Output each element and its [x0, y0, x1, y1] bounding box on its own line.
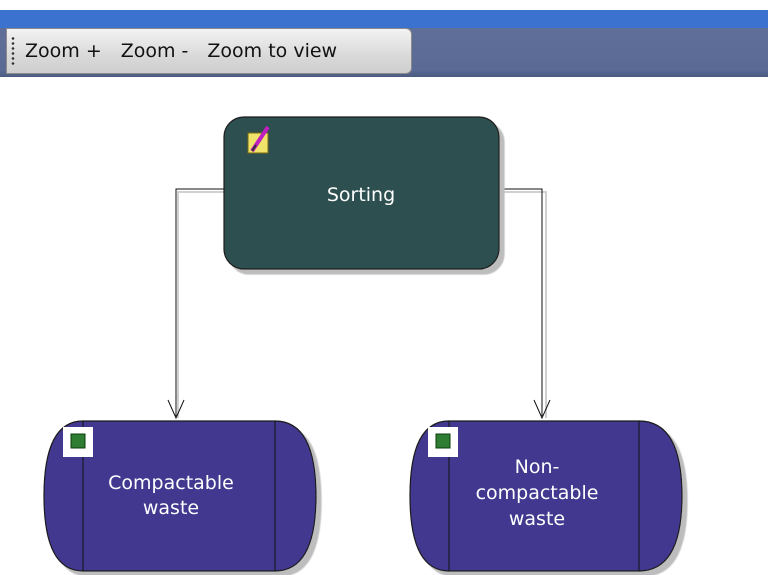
node-sorting-shape — [223, 116, 500, 270]
edge-sorting-to-compactable[interactable] — [167, 188, 224, 420]
green-square-icon — [63, 427, 93, 457]
green-square-icon — [428, 427, 458, 457]
node-noncompactable-label-line2: compactable — [476, 482, 599, 504]
arrowhead-icon — [533, 399, 551, 420]
window-top-border — [0, 0, 768, 10]
node-noncompactable-label-line1: Non- — [515, 456, 560, 478]
node-compactable-label-line2: waste — [143, 497, 199, 519]
node-compactable-waste[interactable]: Compactable waste — [43, 420, 317, 572]
arrowhead-icon — [167, 399, 185, 420]
node-noncompactable-waste[interactable]: Non- compactable waste — [409, 420, 683, 572]
node-sorting[interactable]: Sorting — [223, 116, 500, 270]
pencil-icon — [247, 125, 270, 154]
node-sorting-label: Sorting — [327, 184, 395, 206]
node-noncompactable-label-line3: waste — [509, 508, 565, 530]
toolbar-grip-handle[interactable] — [11, 36, 15, 66]
node-compactable-label-line1: Compactable — [108, 472, 234, 494]
zoom-to-view-button[interactable]: Zoom to view — [207, 40, 338, 62]
zoom-out-button[interactable]: Zoom - — [120, 40, 189, 62]
zoom-toolbar: Zoom + Zoom - Zoom to view — [6, 28, 412, 74]
edge-sorting-to-noncompactable[interactable] — [499, 188, 551, 420]
zoom-in-button[interactable]: Zoom + — [25, 40, 102, 62]
